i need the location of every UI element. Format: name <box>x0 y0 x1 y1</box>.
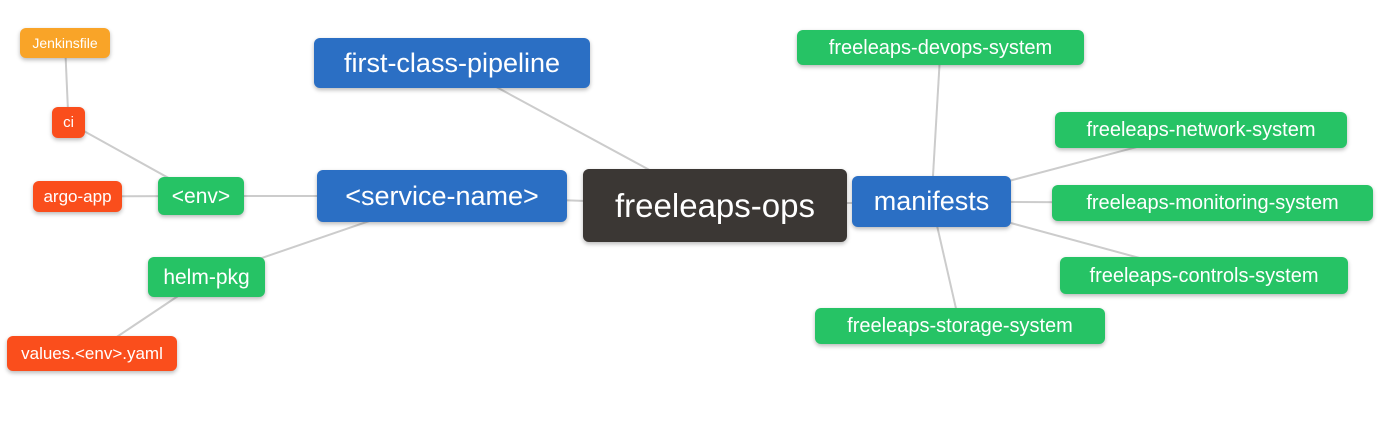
node-controls-system[interactable]: freeleaps-controls-system <box>1060 257 1348 294</box>
edge-manifests-devops-system <box>930 47 942 202</box>
node-values-env-yaml[interactable]: values.<env>.yaml <box>7 336 177 371</box>
node-service-name[interactable]: <service-name> <box>317 170 567 222</box>
node-manifests[interactable]: manifests <box>852 176 1011 227</box>
node-jenkinsfile[interactable]: Jenkinsfile <box>20 28 110 58</box>
node-devops-system[interactable]: freeleaps-devops-system <box>797 30 1084 65</box>
node-first-class-pipeline[interactable]: first-class-pipeline <box>314 38 590 88</box>
node-helm-pkg[interactable]: helm-pkg <box>148 257 265 297</box>
node-freeleaps-ops[interactable]: freeleaps-ops <box>583 169 847 242</box>
node-ci[interactable]: ci <box>52 107 85 138</box>
node-argo-app[interactable]: argo-app <box>33 181 122 212</box>
node-monitoring-system[interactable]: freeleaps-monitoring-system <box>1052 185 1373 221</box>
node-env[interactable]: <env> <box>158 177 244 215</box>
node-storage-system[interactable]: freeleaps-storage-system <box>815 308 1105 344</box>
node-network-system[interactable]: freeleaps-network-system <box>1055 112 1347 148</box>
